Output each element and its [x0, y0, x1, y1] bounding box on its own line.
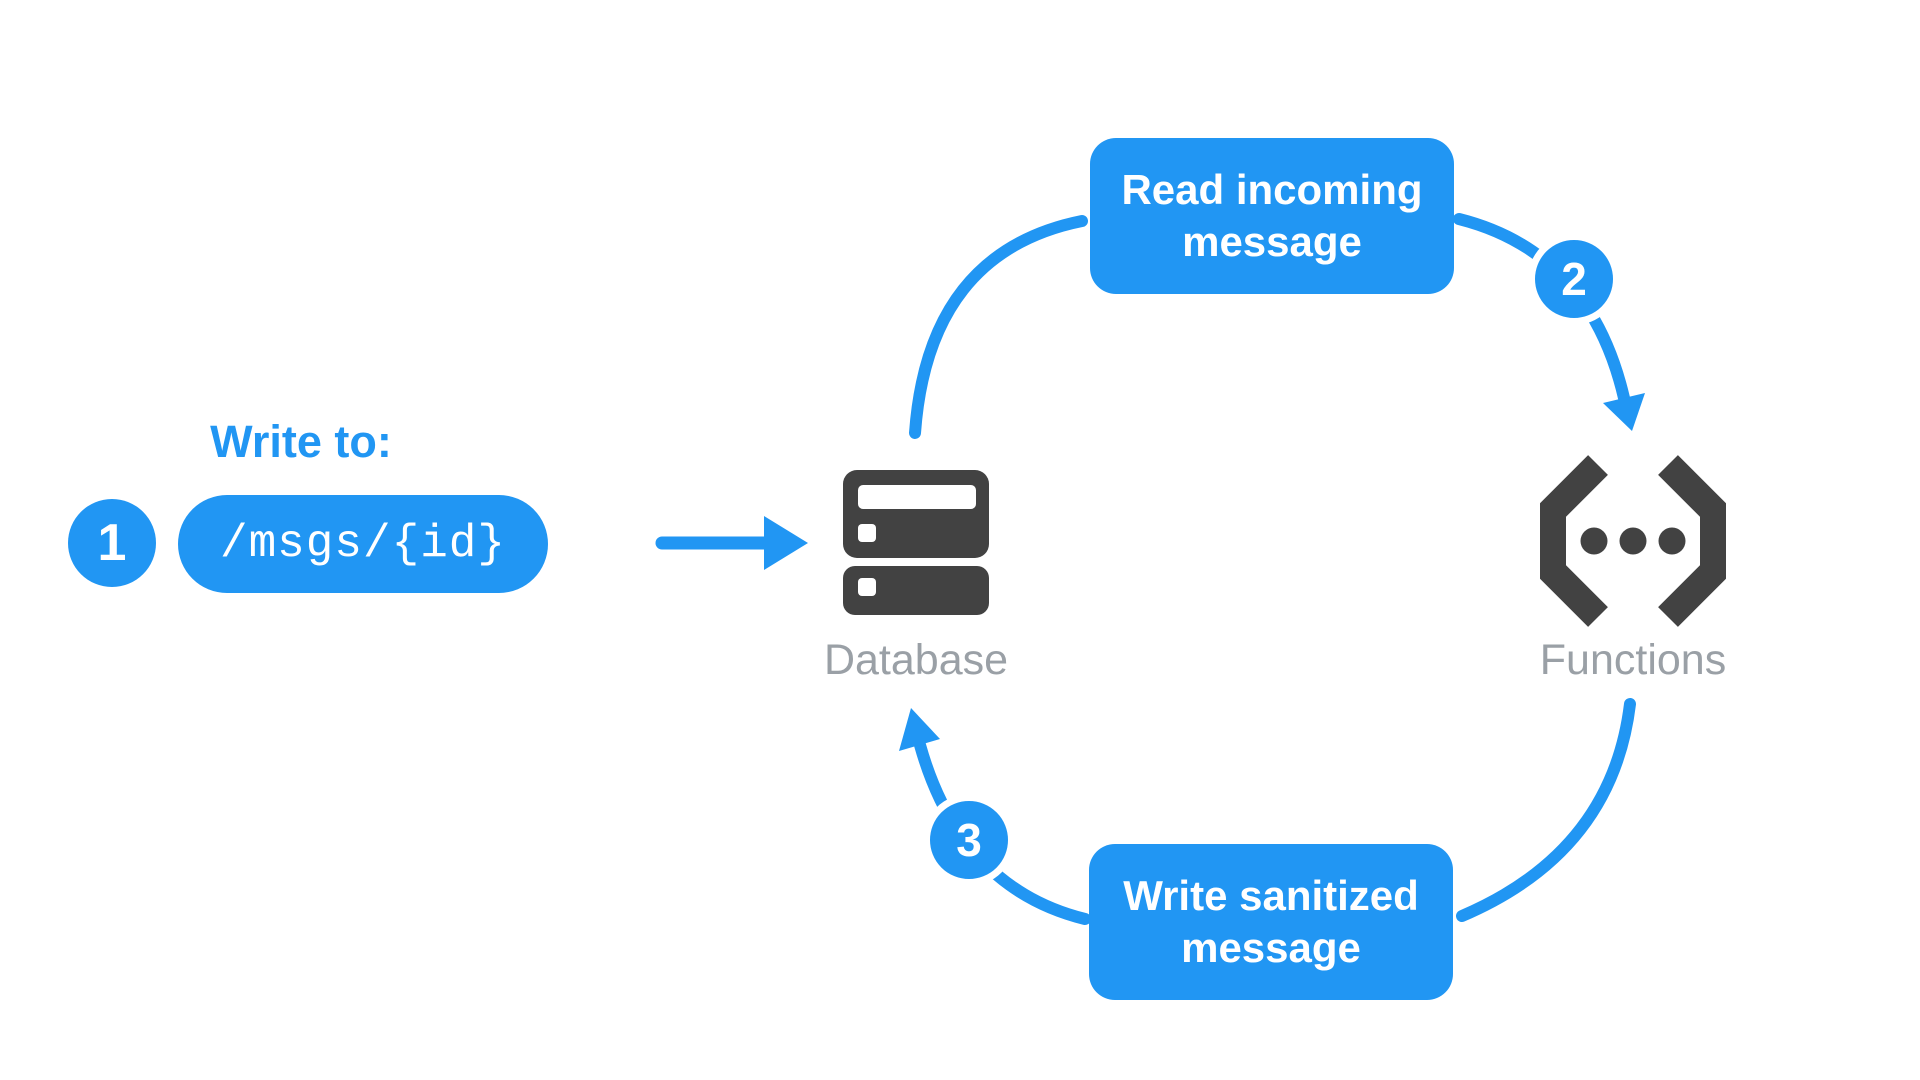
step-number-3: 3 [956, 814, 982, 866]
database-path-text: /msgs/{id} [219, 518, 507, 570]
step-badge-1: 1 [68, 499, 156, 587]
functions-label: Functions [1539, 636, 1727, 684]
flow-box-write-sanitized: Write sanitized message [1089, 844, 1453, 1000]
flow-box-read-incoming: Read incoming message [1090, 138, 1454, 294]
write-to-label: Write to: [210, 416, 392, 467]
database-label: Database [823, 636, 1009, 684]
functions-icon [1540, 455, 1726, 627]
step-badge-2: 2 [1528, 233, 1620, 325]
arrow-write-to-database [655, 516, 808, 570]
arc-functions-to-write [1456, 698, 1636, 922]
database-icon [843, 470, 989, 615]
step-number-1: 1 [97, 514, 127, 572]
step-badge-3: 3 [923, 794, 1015, 886]
database-path-pill: /msgs/{id} [178, 495, 548, 593]
read-box-line2: message [1182, 218, 1362, 265]
step-number-2: 2 [1561, 253, 1587, 305]
write-box-line2: message [1181, 924, 1361, 971]
read-box-line1: Read incoming [1121, 165, 1423, 213]
write-box-line1: Write sanitized [1123, 871, 1419, 919]
arc-database-to-read [909, 215, 1088, 439]
